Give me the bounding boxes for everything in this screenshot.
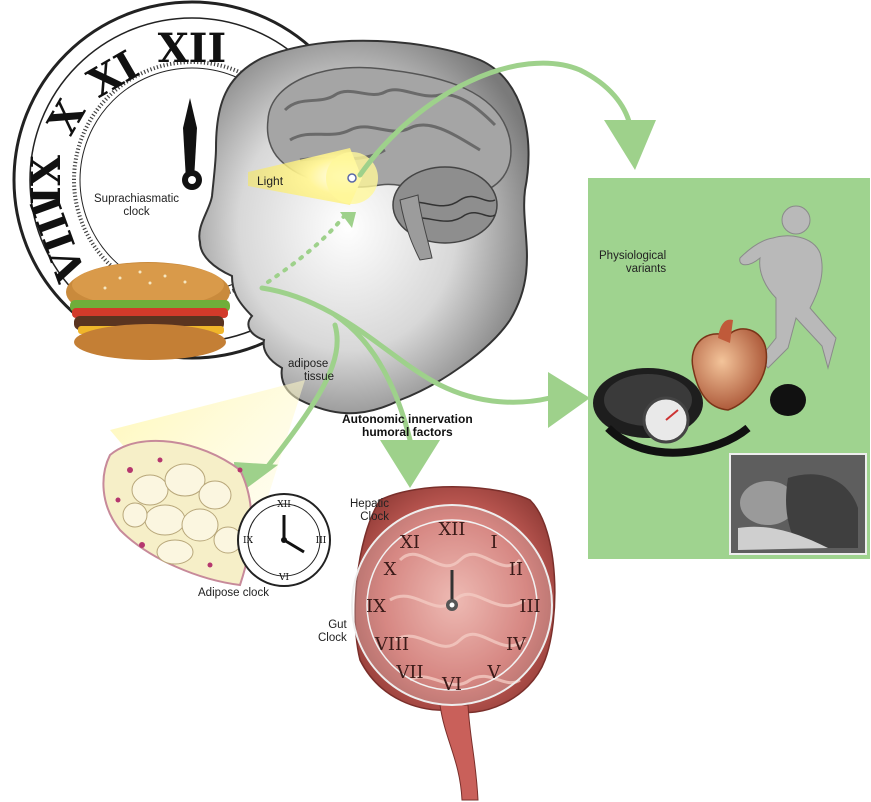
svg-text:VII: VII: [395, 662, 423, 683]
panel-graphics: [588, 178, 870, 559]
scn-clock-label: Suprachiasmatic clock: [94, 193, 179, 219]
svg-text:I: I: [490, 532, 497, 553]
adipose-clock-label: Adipose clock: [198, 587, 269, 600]
scn-dot: [348, 174, 356, 182]
autonomic-label: Autonomic innervation humoral factors: [342, 413, 473, 439]
heart-icon: [692, 320, 766, 410]
hamburger-icon: [66, 262, 230, 360]
clock-numeral-xii: XII: [158, 25, 226, 72]
physiological-label: Physiological variants: [599, 250, 666, 276]
gut-clock-label: Gut Clock: [318, 619, 347, 645]
svg-text:VI: VI: [278, 573, 289, 583]
light-label: Light: [257, 175, 283, 188]
hepatic-clock-label: Hepatic Clock: [350, 498, 389, 524]
svg-text:III: III: [316, 536, 327, 546]
sleeping-person-icon: [730, 454, 866, 554]
svg-text:VIII: VIII: [374, 634, 409, 655]
svg-text:XI: XI: [400, 532, 420, 553]
physiological-panel: [588, 178, 870, 559]
small-clock-icon: XII VI III IX: [238, 494, 330, 586]
adipose-cells-icon: [103, 441, 251, 585]
svg-text:II: II: [509, 559, 523, 580]
adipose-tissue-label: adipose tissue: [288, 358, 334, 384]
svg-text:IX: IX: [366, 596, 386, 617]
svg-text:XII: XII: [438, 519, 465, 540]
svg-text:VI: VI: [441, 674, 462, 695]
svg-text:XII: XII: [277, 500, 291, 510]
svg-text:V: V: [487, 662, 502, 683]
svg-text:III: III: [519, 596, 540, 617]
svg-text:IX: IX: [243, 536, 254, 546]
intestine-icon: XII VI III IX I XI II X IV VIII V VII: [352, 487, 555, 800]
svg-text:IV: IV: [506, 634, 527, 655]
svg-text:X: X: [384, 559, 397, 580]
